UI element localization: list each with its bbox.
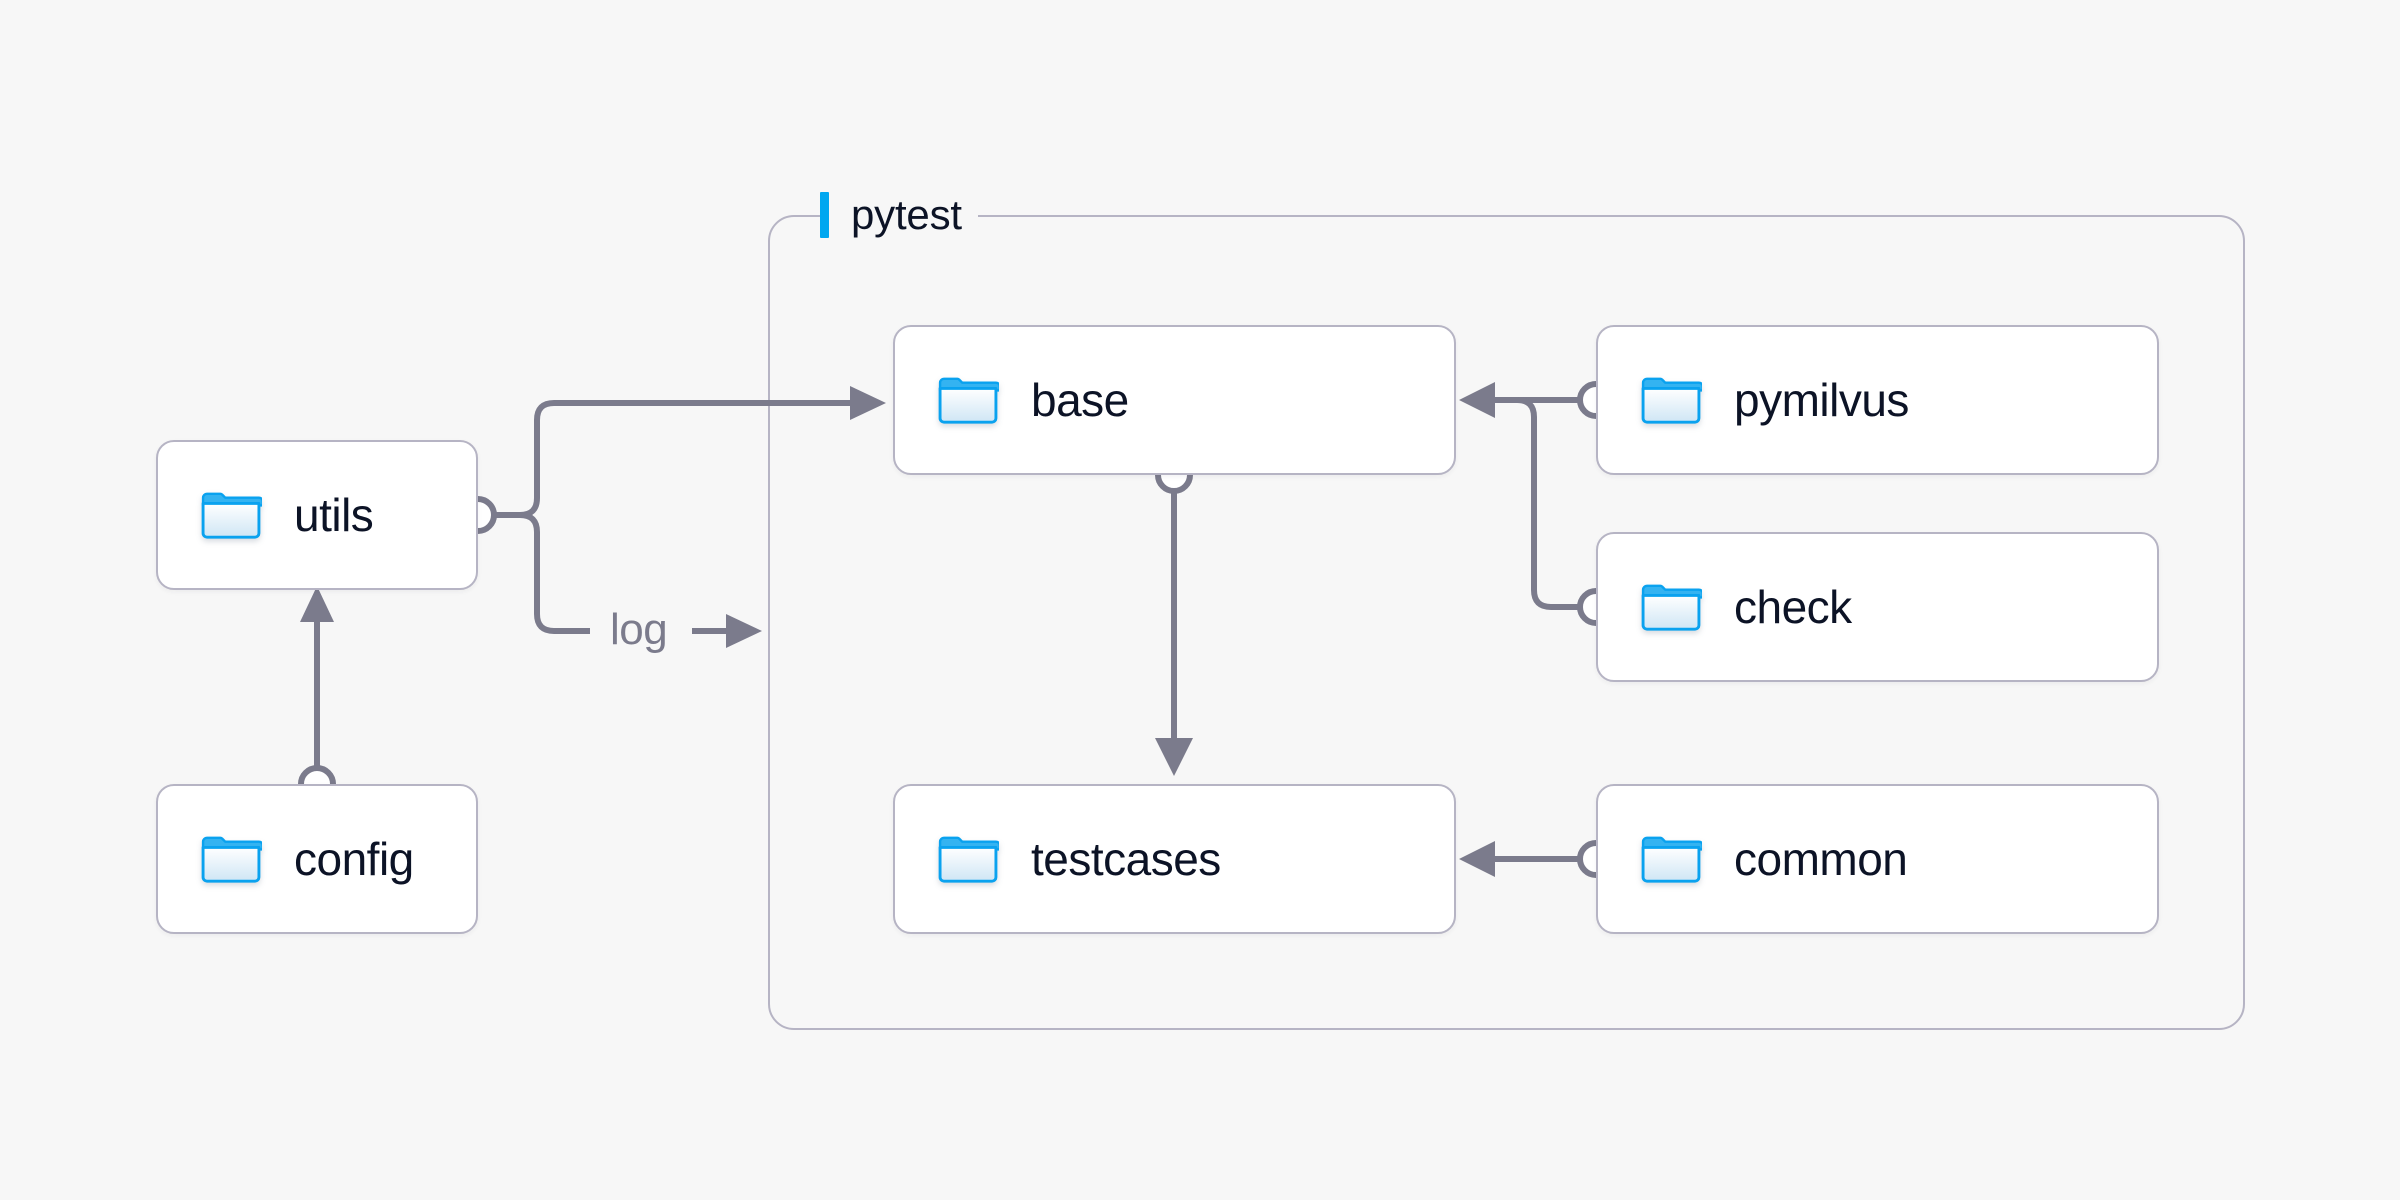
node-check[interactable]: check (1596, 532, 2159, 682)
folder-icon (1641, 377, 1702, 424)
node-utils[interactable]: utils (156, 440, 478, 590)
node-base[interactable]: base (893, 325, 1456, 475)
folder-icon (938, 836, 999, 883)
folder-icon (1641, 584, 1702, 631)
node-label-base: base (1031, 374, 1129, 426)
group-label-pytest: pytest (820, 178, 978, 252)
group-container-pytest (768, 215, 2245, 1030)
node-label-testcases: testcases (1031, 833, 1221, 885)
node-label-utils: utils (294, 489, 374, 541)
group-title: pytest (851, 191, 962, 238)
node-pymilvus[interactable]: pymilvus (1596, 325, 2159, 475)
accent-bar-icon (820, 192, 829, 238)
node-label-common: common (1734, 833, 1908, 885)
node-label-check: check (1734, 581, 1852, 633)
folder-icon (1641, 836, 1702, 883)
node-label-pymilvus: pymilvus (1734, 374, 1909, 426)
folder-icon (201, 836, 262, 883)
edge-config-to-utils (298, 586, 336, 803)
node-config[interactable]: config (156, 784, 478, 934)
node-common[interactable]: common (1596, 784, 2159, 934)
folder-icon (201, 492, 262, 539)
edge-label-log: log (600, 608, 678, 652)
node-testcases[interactable]: testcases (893, 784, 1456, 934)
folder-icon (938, 377, 999, 424)
node-label-config: config (294, 833, 414, 885)
